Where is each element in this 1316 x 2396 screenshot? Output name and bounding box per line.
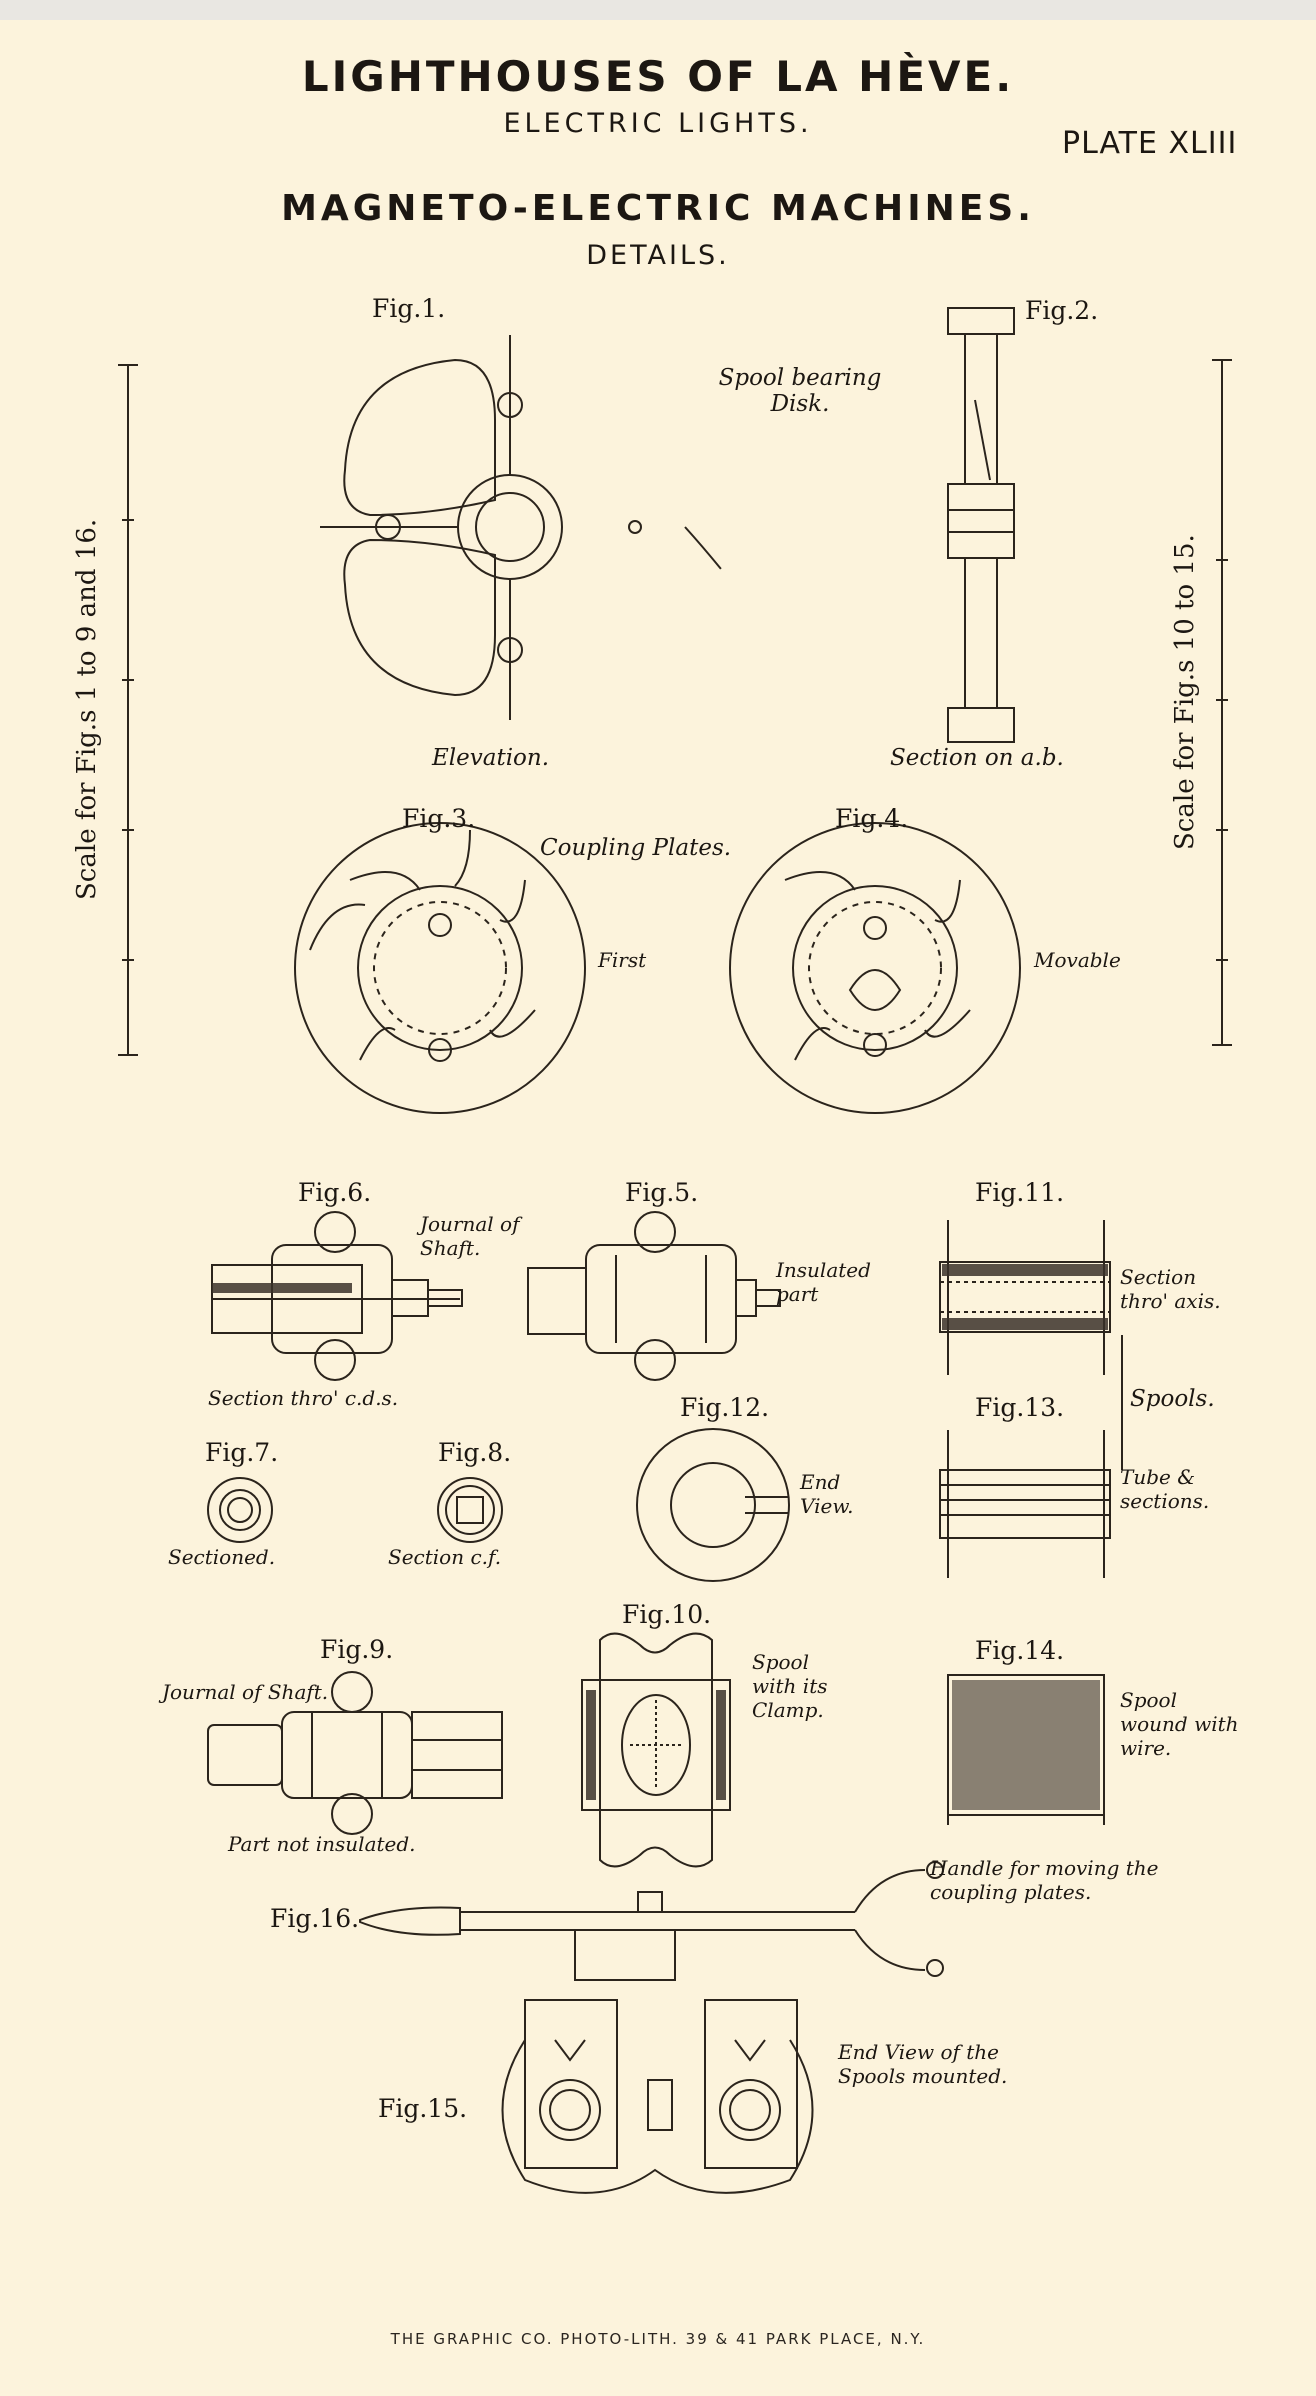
fig10-label: Fig.10. — [622, 1600, 712, 1629]
fig15-end-view — [501, 1999, 814, 2194]
fig16-handle — [359, 1861, 944, 1981]
fig14-wound-spool — [947, 1674, 1105, 1825]
fig6-label: Fig.6. — [298, 1178, 372, 1207]
fig6-caption: Journal of Shaft. — [420, 1212, 520, 1260]
fig14-winding — [952, 1680, 1100, 1810]
fig4-coupling-plate — [729, 822, 1021, 1114]
fig14-label: Fig.14. — [975, 1636, 1065, 1665]
fig9-label: Fig.9. — [320, 1635, 394, 1664]
fig8-label: Fig.8. — [438, 1438, 512, 1467]
fig10-caption: Spool with its Clamp. — [752, 1650, 828, 1722]
fig12-label: Fig.12. — [680, 1393, 770, 1422]
fig6-journal — [211, 1211, 463, 1381]
fig1-sub: Elevation. — [432, 745, 550, 771]
left-scale-bar — [118, 364, 138, 1056]
fig3-caption: Coupling Plates. — [540, 835, 732, 861]
fig9-sub: Part not insulated. — [228, 1832, 416, 1856]
fig1-caption: Spool bearing Disk. — [718, 365, 882, 417]
plate-title: LIGHTHOUSES OF LA HÈVE. — [301, 52, 1015, 101]
fig10-left-wire — [586, 1690, 596, 1800]
fig10-spool-clamp — [581, 1632, 731, 1868]
section-subtitle: DETAILS. — [586, 240, 730, 271]
fig8-caption: Section c.f. — [388, 1545, 502, 1569]
right-scale-bar — [1212, 359, 1232, 1046]
top-margin-strip — [0, 0, 1316, 20]
fig11-hatch-bottom — [942, 1318, 1108, 1330]
fig3-coupling-plate — [294, 822, 586, 1114]
fig14-caption: Spool wound with wire. — [1120, 1688, 1239, 1760]
fig9-caption: Journal of Shaft. — [162, 1680, 329, 1704]
fig5-label: Fig.5. — [625, 1178, 699, 1207]
fig2-label: Fig.2. — [1025, 296, 1099, 325]
fig2-section — [947, 307, 1015, 743]
plate-subtitle: ELECTRIC LIGHTS. — [503, 108, 813, 139]
fig5-caption: Insulated part — [776, 1258, 871, 1306]
fig7-sectioned — [207, 1477, 273, 1543]
fig6-sub: Section thro' c.d.s. — [208, 1386, 399, 1410]
fig16-label: Fig.16. — [270, 1904, 360, 1933]
fig13-tube — [939, 1430, 1111, 1578]
fig15-caption: End View of the Spools mounted. — [838, 2040, 1008, 2088]
fig11-caption: Section thro' axis. — [1120, 1265, 1221, 1313]
section-title: MAGNETO-ELECTRIC MACHINES. — [281, 188, 1035, 229]
fig3-label: Fig.3. — [402, 804, 476, 833]
fig2-caption: Section on a.b. — [890, 745, 1064, 771]
fig4-sub: Movable — [1034, 948, 1121, 972]
plate-number: PLATE XLIII — [1062, 126, 1238, 161]
fig16-caption: Handle for moving the coupling plates. — [930, 1856, 1159, 1904]
fig11-label: Fig.11. — [975, 1178, 1065, 1207]
fig7-caption: Sectioned. — [168, 1545, 276, 1569]
fig13-caption: Tube & sections. — [1120, 1465, 1210, 1513]
spools-label: Spools. — [1130, 1386, 1215, 1412]
fig11-spool-section — [939, 1220, 1111, 1375]
fig6-hatch — [212, 1283, 352, 1293]
fig5-journal — [527, 1211, 781, 1381]
fig9-journal — [207, 1671, 503, 1835]
fig7-label: Fig.7. — [205, 1438, 279, 1467]
fig15-label: Fig.15. — [378, 2094, 468, 2123]
fig12-end-view — [636, 1428, 790, 1582]
fig3-sub: First — [598, 948, 647, 972]
fig10-right-wire — [716, 1690, 726, 1800]
fig1-disk — [320, 335, 722, 720]
fig4-label: Fig.4. — [835, 804, 909, 833]
fig8-section — [437, 1477, 503, 1543]
fig12-caption: End View. — [800, 1470, 854, 1518]
fig13-label: Fig.13. — [975, 1393, 1065, 1422]
fig1-label: Fig.1. — [372, 294, 446, 323]
fig11-hatch-top — [942, 1264, 1108, 1276]
printer-imprint: THE GRAPHIC CO. PHOTO-LITH. 39 & 41 PARK… — [390, 2330, 926, 2348]
